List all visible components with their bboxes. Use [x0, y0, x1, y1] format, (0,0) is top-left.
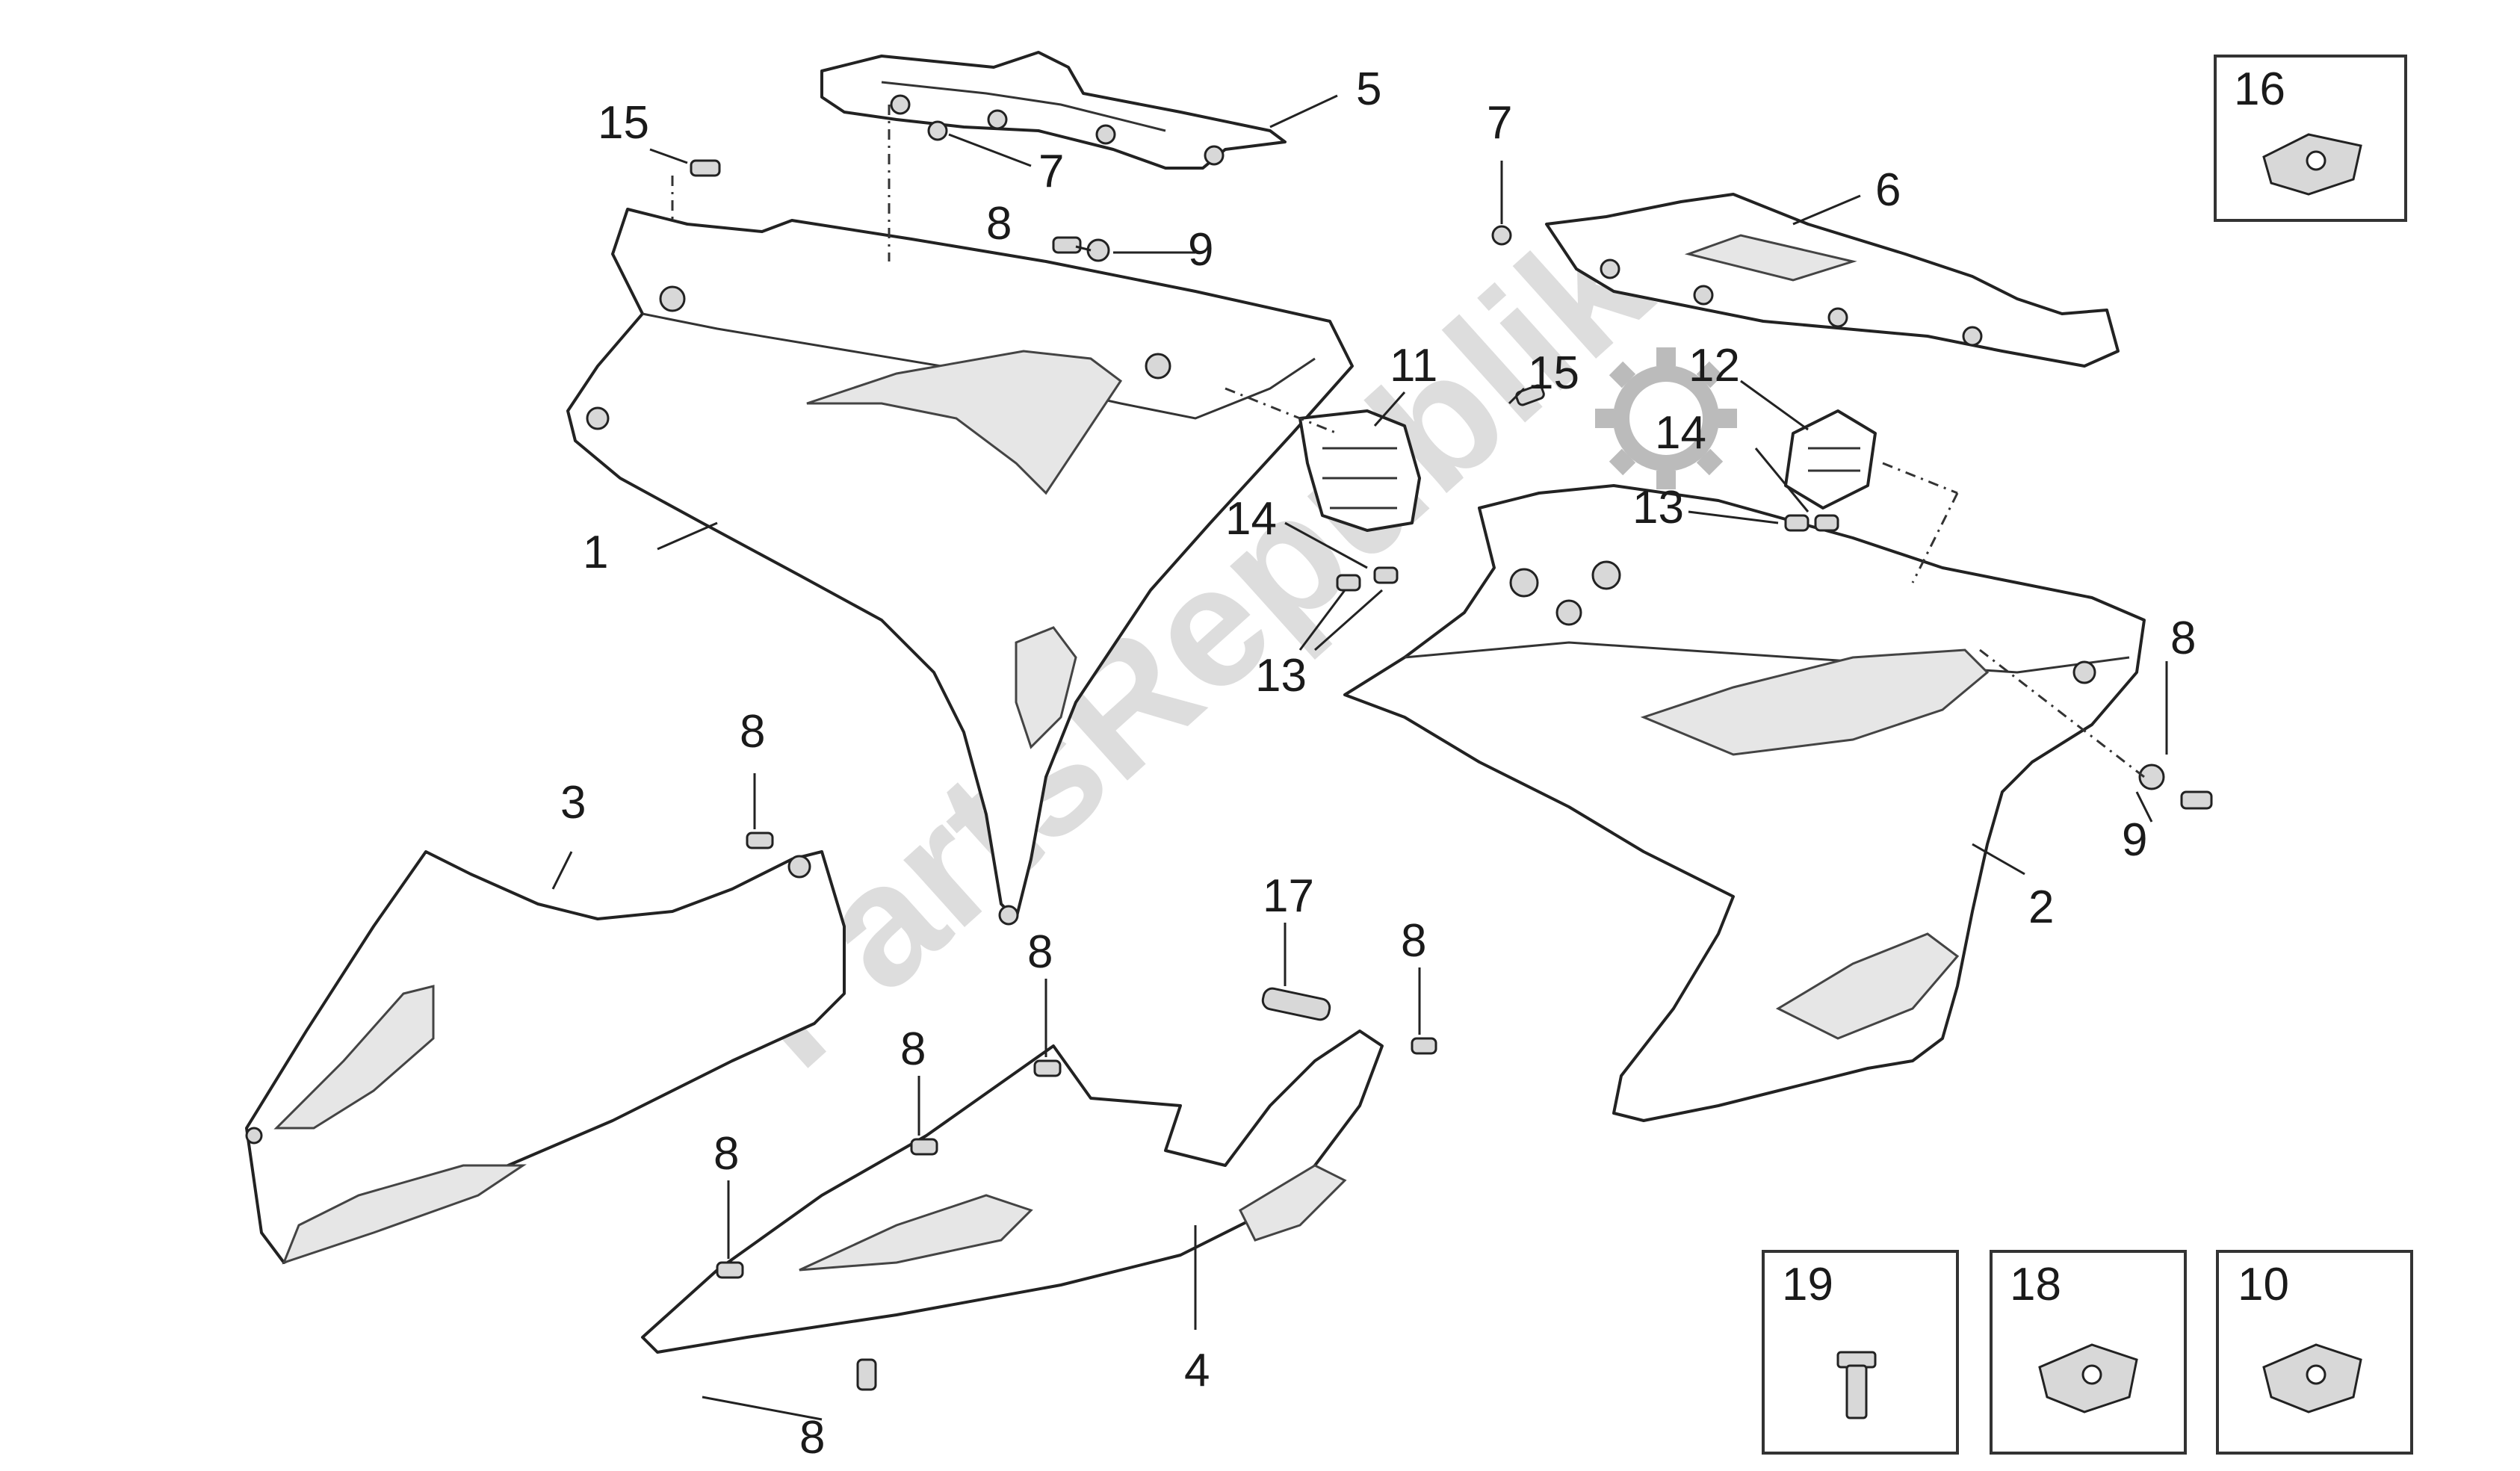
box-19[interactable]	[1762, 1250, 1959, 1455]
part-6-right-bracket[interactable]	[1545, 193, 2120, 368]
callout-8d[interactable]: 8	[1027, 926, 1053, 978]
part-5-upper-bracket[interactable]	[820, 51, 1287, 170]
callout-15b[interactable]: 15	[1528, 347, 1579, 399]
gear-icon	[1595, 347, 1737, 489]
callout-8c[interactable]: 8	[740, 706, 765, 758]
callout-9b[interactable]: 9	[2122, 814, 2147, 866]
box-10[interactable]	[2216, 1250, 2413, 1455]
callout-13a[interactable]: 13	[1632, 482, 1684, 533]
callout-7b[interactable]: 7	[1487, 97, 1512, 149]
callout-labels: 1 2 3 4 5 6 7 7 8 8 8 8 8 8 8 8 9 9 10 1…	[560, 64, 2289, 1464]
part-12-bracket[interactable]	[1784, 409, 1877, 510]
callout-16[interactable]: 16	[2234, 64, 2285, 115]
callout-6[interactable]: 6	[1875, 164, 1901, 216]
callout-9a[interactable]: 9	[1188, 224, 1213, 276]
leader-lines	[551, 94, 2168, 1421]
callout-5[interactable]: 5	[1356, 64, 1381, 115]
callout-7a[interactable]: 7	[1038, 146, 1064, 197]
callout-3[interactable]: 3	[560, 777, 586, 829]
part-2-right-fairing[interactable]	[1343, 484, 2146, 1122]
callout-8f[interactable]: 8	[713, 1128, 739, 1180]
callout-17[interactable]: 17	[1263, 870, 1314, 922]
callout-14b[interactable]: 14	[1225, 493, 1277, 545]
callout-8g[interactable]: 8	[1401, 915, 1426, 967]
box-18[interactable]	[1990, 1250, 2187, 1455]
part-11-bracket[interactable]	[1298, 409, 1421, 532]
callout-4[interactable]: 4	[1184, 1345, 1210, 1396]
part-1-left-fairing[interactable]	[566, 208, 1354, 926]
part-3-front-panel[interactable]	[245, 850, 846, 1265]
callout-12[interactable]: 12	[1688, 340, 1740, 391]
hardware-fasteners	[690, 120, 2213, 1391]
callout-8b[interactable]: 8	[2170, 613, 2196, 664]
callout-8e[interactable]: 8	[900, 1023, 926, 1075]
callout-8h[interactable]: 8	[799, 1412, 825, 1464]
callout-2[interactable]: 2	[2028, 882, 2054, 933]
callout-1[interactable]: 1	[583, 527, 608, 578]
part-4-lower-panel[interactable]	[641, 1029, 1384, 1354]
callout-11[interactable]: 11	[1390, 340, 1437, 391]
callout-15a[interactable]: 15	[598, 97, 649, 149]
callout-8a[interactable]: 8	[986, 198, 1012, 250]
callout-19[interactable]: 19	[1782, 1259, 1833, 1310]
callout-14a[interactable]: 14	[1655, 407, 1706, 459]
part-17-spacer[interactable]	[1261, 987, 1331, 1021]
box-16[interactable]	[2214, 55, 2407, 222]
callout-10[interactable]: 10	[2238, 1259, 2289, 1310]
alignment-lines	[671, 105, 2145, 778]
callout-13b[interactable]: 13	[1255, 650, 1307, 702]
callout-18[interactable]: 18	[2010, 1259, 2061, 1310]
